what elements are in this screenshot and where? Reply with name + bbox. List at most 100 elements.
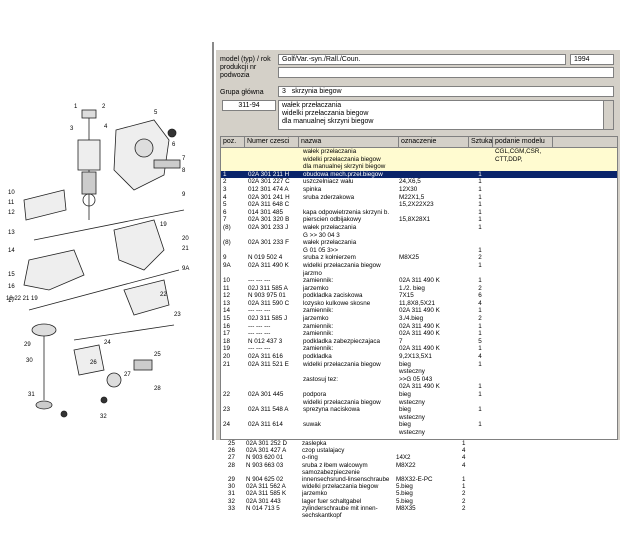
cell-name: pierscien odbijakowy xyxy=(303,216,362,224)
cell-quantity: 1 xyxy=(478,208,482,216)
table-row[interactable]: G 01 05 3>>1 xyxy=(221,247,617,255)
cell-designation: 02A 311 490 K xyxy=(399,307,440,315)
cell-position: 31 xyxy=(228,490,235,498)
table-row[interactable]: samozabezpieczenie xyxy=(224,469,620,476)
callout-26: 25 xyxy=(154,352,161,358)
table-row[interactable]: wsteczny xyxy=(221,429,617,437)
table-row[interactable]: dla manualnej skrzyni biegow xyxy=(221,163,617,171)
callout-30: 29 xyxy=(24,342,31,348)
cell-name: zastosuj tez: xyxy=(303,375,338,383)
cell-position: 30 xyxy=(228,483,235,491)
cell-position: 23 xyxy=(223,406,231,414)
table-row[interactable]: zastosuj tez:>>G 05 043 xyxy=(221,376,617,384)
col-header-part-number[interactable]: Numer czesci xyxy=(245,137,299,147)
callout-18-22-21-19: 18 22 21 19 xyxy=(6,296,38,302)
table-row[interactable]: wsteczny xyxy=(221,414,617,422)
chassis-field[interactable] xyxy=(278,67,614,78)
cell-position: 29 xyxy=(228,475,235,483)
cell-part-number: N 903 975 01 xyxy=(248,292,286,300)
cell-designation: 11,8X8,5X21 xyxy=(399,299,435,307)
cell-position: 7 xyxy=(223,216,227,224)
table-row[interactable]: G >> 30 04 3 xyxy=(221,232,617,240)
year-field[interactable]: 1994 xyxy=(570,54,614,65)
cell-designation: 15,2X22X23 xyxy=(399,201,434,209)
cell-quantity: 1 xyxy=(478,330,482,338)
callout-17: 17 xyxy=(8,298,15,304)
cell-quantity: 4 xyxy=(462,461,466,469)
cell-designation: M8X35 xyxy=(396,504,416,512)
cell-name: zamiennik: xyxy=(303,330,334,338)
table-row[interactable]: jarzmo xyxy=(221,270,617,278)
panel-divider[interactable] xyxy=(212,42,214,440)
cell-position: 9A xyxy=(223,261,231,269)
exploded-diagram-panel: 1 2 3 4 5 6 7 8 9 9A 10 11 12 13 14 15 1… xyxy=(0,0,212,533)
subgroup-desc-line: dla manualnej skrzyni biegow xyxy=(282,118,374,125)
cell-part-number: --- --- --- xyxy=(248,330,271,338)
cell-designation: bieg xyxy=(399,421,411,429)
cell-position: 1 xyxy=(223,170,227,178)
cell-position: 32 xyxy=(228,497,235,505)
model-field[interactable]: Golf/Var.-syn./Rall./Coun. xyxy=(278,54,566,65)
cell-part-number: 014 301 485 xyxy=(248,208,284,216)
subgroup-code[interactable]: 311-94 xyxy=(222,100,276,111)
table-row[interactable]: sechskantkopf xyxy=(224,512,620,519)
cell-designation: 14X2 xyxy=(396,454,411,462)
col-header-quantity[interactable]: Sztuka xyxy=(471,137,493,147)
col-header-designation[interactable]: oznaczenie xyxy=(399,137,469,147)
cell-name: jarzemko xyxy=(303,284,329,292)
callout-20: 19 xyxy=(160,222,167,228)
col-header-name[interactable]: nazwa xyxy=(299,137,399,147)
cell-quantity: 1 xyxy=(478,322,482,330)
cell-part-number: 02A 301 443 xyxy=(246,497,281,505)
table-row[interactable]: wsteczny xyxy=(221,368,617,376)
col-header-poz[interactable]: poz. xyxy=(221,137,245,147)
cell-designation: 5.bieg xyxy=(396,497,413,505)
callout-21: 20 xyxy=(182,236,189,242)
cell-name: wałek przełaczania xyxy=(303,239,357,247)
cell-position: (8) xyxy=(223,239,231,247)
description-scrollbar[interactable] xyxy=(603,101,613,129)
col-header-model[interactable]: podanie modelu xyxy=(493,137,553,147)
group-field[interactable]: 3 skrzynia biegow xyxy=(278,86,614,97)
